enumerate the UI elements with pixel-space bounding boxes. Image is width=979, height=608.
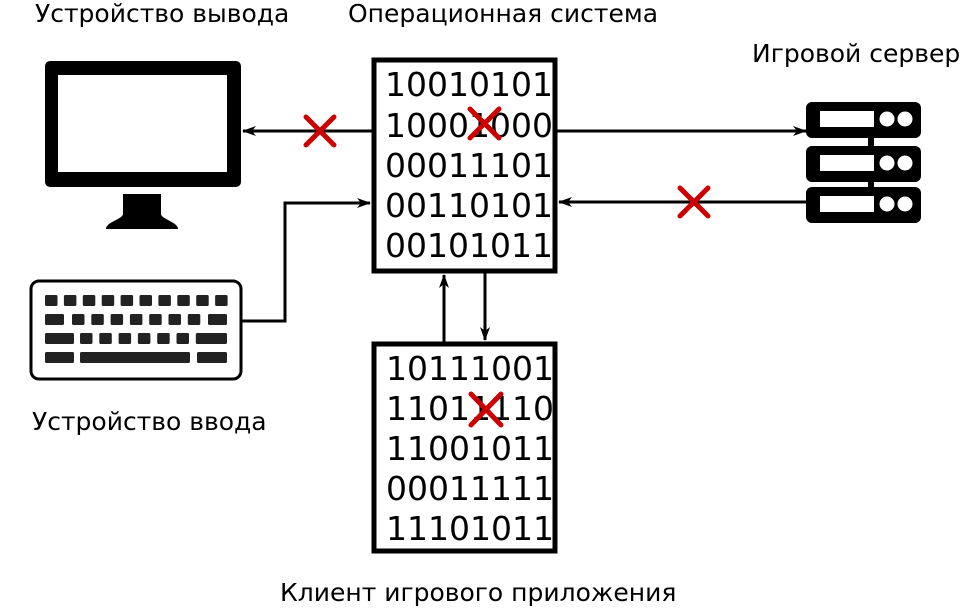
keyboard-key (168, 314, 181, 325)
keyboard-key (45, 352, 74, 363)
keyboard-key (197, 352, 227, 363)
server-led (879, 196, 895, 212)
os-memory-row: 00110101 (385, 186, 553, 225)
os-memory-row: 00101011 (385, 226, 553, 265)
keyboard-key (129, 314, 143, 325)
server-led (879, 111, 895, 127)
keyboard-key (110, 314, 124, 325)
os-memory-box: 10010101 10001000 00011101 00110101 0010… (371, 57, 558, 274)
server-led (897, 111, 913, 127)
keyboard-key (91, 314, 104, 325)
red-x-icon (677, 185, 711, 219)
keyboard-key (80, 333, 93, 344)
keyboard-key (176, 333, 189, 344)
client-memory-row: 11101011 (386, 509, 554, 548)
keyboard-key (118, 333, 132, 344)
keyboard-key (45, 333, 74, 344)
client-memory-row: 00011111 (386, 469, 554, 508)
keyboard-key (82, 295, 96, 306)
keyboard-key (208, 314, 227, 325)
keyboard-key (157, 333, 170, 344)
keyboard-key (120, 295, 134, 306)
red-x-icon (468, 391, 504, 428)
operating-system-label: Операционная система (348, 0, 658, 28)
keyboard-icon (29, 279, 243, 381)
keyboard-key (215, 295, 228, 306)
client-memory-row: 11001011 (386, 429, 554, 468)
os-memory-row: 00011101 (385, 146, 553, 185)
keyboard-key (149, 314, 162, 325)
keyboard-key (99, 333, 112, 344)
server-unit (806, 146, 921, 182)
keyboard-key (45, 295, 58, 306)
os-memory-row: 10010101 (385, 65, 553, 104)
output-device-label: Устройство вывода (35, 0, 289, 28)
keyboard-key (187, 314, 201, 325)
game-server-label: Игровой сервер (752, 39, 960, 68)
server-unit (806, 187, 921, 223)
game-client-label: Клиент игрового приложения (280, 578, 676, 607)
server-icon (806, 102, 921, 223)
keyboard-key (196, 295, 209, 306)
keyboard-key (101, 295, 115, 306)
client-memory-row: 10111001 (386, 349, 554, 388)
server-unit (806, 102, 921, 138)
keyboard-key (72, 314, 85, 325)
keyboard-key (80, 352, 190, 363)
keyboard-key (137, 333, 151, 344)
keyboard-key (139, 295, 152, 306)
red-x-icon (467, 106, 502, 141)
client-memory-box: 10111001 11011110 11001011 00011111 1110… (371, 341, 558, 554)
keyboard-key (177, 295, 190, 306)
input-device-label: Устройство ввода (32, 407, 267, 436)
red-x-icon (303, 114, 337, 148)
keyboard-key (63, 295, 77, 306)
server-led (897, 196, 913, 212)
keyboard-key (197, 333, 227, 344)
keyboard-key (45, 314, 64, 325)
server-led (879, 155, 895, 171)
arrow-input-to-os (242, 198, 371, 323)
server-led (897, 155, 913, 171)
monitor-icon (45, 61, 241, 229)
keyboard-key (158, 295, 171, 306)
